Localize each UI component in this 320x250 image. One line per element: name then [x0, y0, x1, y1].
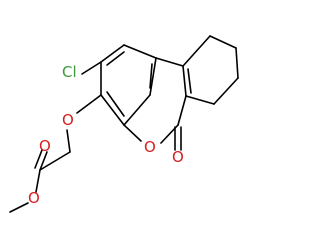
chlorine-atom-label: Cl: [62, 63, 77, 81]
structure-diagram: Cl O O O O O: [9, 35, 239, 213]
bond: [100, 44, 125, 63]
bond: [235, 47, 239, 79]
bond: [149, 57, 157, 96]
bond: [149, 63, 153, 89]
bond: [66, 129, 71, 153]
bond: [155, 57, 184, 67]
bond: [106, 91, 125, 117]
bond: [123, 44, 157, 59]
bond: [185, 95, 215, 105]
bond: [106, 51, 125, 66]
ester-carbonyl-oxygen-atom-label: O: [39, 137, 51, 155]
bond: [76, 94, 102, 114]
bond: [187, 68, 192, 94]
molecule-canvas: Cl O O O O O: [9, 35, 239, 213]
bond: [34, 149, 43, 169]
bond: [9, 202, 29, 213]
bond: [123, 94, 151, 126]
ring-oxygen-atom-label: O: [144, 138, 156, 156]
bond: [81, 61, 102, 75]
bond: [100, 94, 125, 126]
bond: [35, 169, 41, 193]
bond: [182, 65, 187, 97]
bonds: [9, 35, 239, 213]
bond: [39, 151, 48, 171]
bond: [123, 124, 142, 142]
bond: [213, 77, 239, 105]
bond: [39, 151, 71, 171]
bond: [182, 35, 211, 67]
ether-oxygen-atom-label: O: [62, 111, 74, 129]
atom-labels: Cl O O O O O: [28, 63, 184, 207]
ester-oxygen-atom-label: O: [28, 189, 40, 207]
bond: [177, 95, 187, 126]
bond: [209, 35, 237, 49]
carbonyl-oxygen-atom-label: O: [172, 148, 184, 166]
